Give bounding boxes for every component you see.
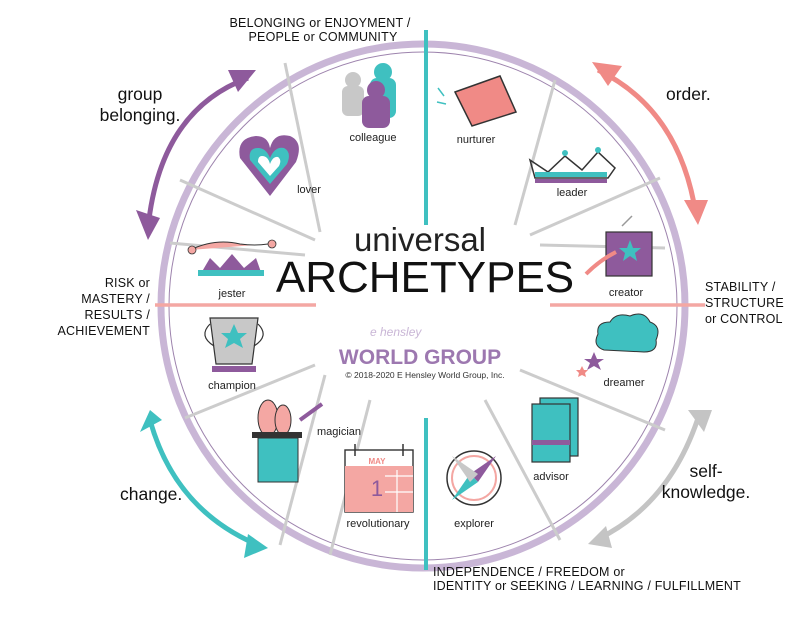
logo-main: WORLD GROUP [339, 346, 501, 369]
axis-left-label-2: MASTERY / [81, 292, 150, 306]
archetype-creator: creator [609, 287, 644, 299]
archetype-champion: champion [208, 380, 256, 392]
spoke [519, 368, 666, 432]
archetype-magician: magician [317, 426, 361, 438]
arrow-head-icon [228, 70, 256, 92]
magic-hat-icon [252, 399, 324, 483]
arrow-head-icon [140, 410, 162, 432]
arrow-group-belonging [145, 75, 249, 229]
spoke [283, 62, 322, 233]
arrow-head-icon [592, 62, 622, 86]
logo-top: e hensley [370, 325, 422, 339]
archetype-leader: leader [557, 187, 588, 199]
cloud-icon [576, 313, 659, 377]
spoke [278, 374, 327, 546]
nurturer-icon [436, 75, 518, 127]
jester-hat-icon [187, 239, 277, 276]
axis-left-label-3: RESULTS / [85, 308, 151, 322]
archetype-jester: jester [218, 288, 246, 300]
axis-top-label-1: BELONGING or ENJOYMENT / [230, 16, 411, 30]
colleague-icon [342, 63, 396, 128]
axis-left-label-4: ACHIEVEMENT [58, 324, 151, 338]
title-archetypes: ARCHETYPES [276, 253, 574, 302]
axis-bottom-label-1: INDEPENDENCE / FREEDOM or [433, 565, 625, 579]
title-universal: universal [354, 221, 486, 258]
canvas-icon [584, 215, 653, 277]
quadrant-self-label-1: self- [689, 461, 722, 481]
heart-icon [239, 135, 299, 196]
spokes [169, 62, 666, 556]
spoke [184, 363, 316, 420]
arrow-head-icon [244, 534, 268, 558]
arrow-order [596, 67, 699, 216]
quadrant-self-label-2: knowledge. [662, 482, 751, 502]
arrow-head-icon [688, 410, 712, 432]
quadrant-group-label-1: group [118, 84, 163, 104]
axis-right-label-2: STRUCTURE [705, 296, 784, 310]
arrow-self-knowledge [598, 411, 703, 541]
archetype-lover: lover [297, 184, 321, 196]
crown-icon [528, 147, 616, 183]
arrow-head-icon [136, 210, 160, 240]
spoke [179, 178, 316, 242]
axis-right-label-3: or CONTROL [705, 312, 783, 326]
spoke [483, 399, 562, 541]
books-icon [531, 397, 579, 463]
archetype-dreamer: dreamer [604, 377, 645, 389]
compass-icon [446, 450, 502, 506]
spoke [169, 241, 306, 257]
spoke [513, 79, 557, 226]
trophy-icon [204, 317, 264, 372]
calendar-month: MAY [368, 457, 386, 466]
archetype-explorer: explorer [454, 518, 494, 530]
calendar-day: 1 [371, 476, 383, 501]
axis-left-label-1: RISK or [105, 276, 150, 290]
calendar-icon [344, 444, 414, 513]
spoke [529, 176, 661, 237]
archetype-revolutionary: revolutionary [347, 518, 410, 530]
arrow-change [147, 419, 259, 548]
axis-top-label-2: PEOPLE or COMMUNITY [249, 30, 398, 44]
archetype-nurturer: nurturer [457, 134, 496, 146]
arrow-head-icon [588, 526, 612, 548]
archetype-advisor: advisor [533, 471, 569, 483]
logo-copyright: © 2018-2020 E Hensley World Group, Inc. [345, 370, 504, 380]
axis-right-label-1: STABILITY / [705, 280, 776, 294]
axis-bottom-label-2: IDENTITY or SEEKING / LEARNING / FULFILL… [433, 579, 741, 593]
quadrant-order-label: order. [666, 84, 711, 104]
archetype-colleague: colleague [349, 132, 396, 144]
quadrant-group-label-2: belonging. [100, 105, 181, 125]
arrow-head-icon [684, 200, 708, 225]
quadrant-change-label: change. [120, 484, 182, 504]
